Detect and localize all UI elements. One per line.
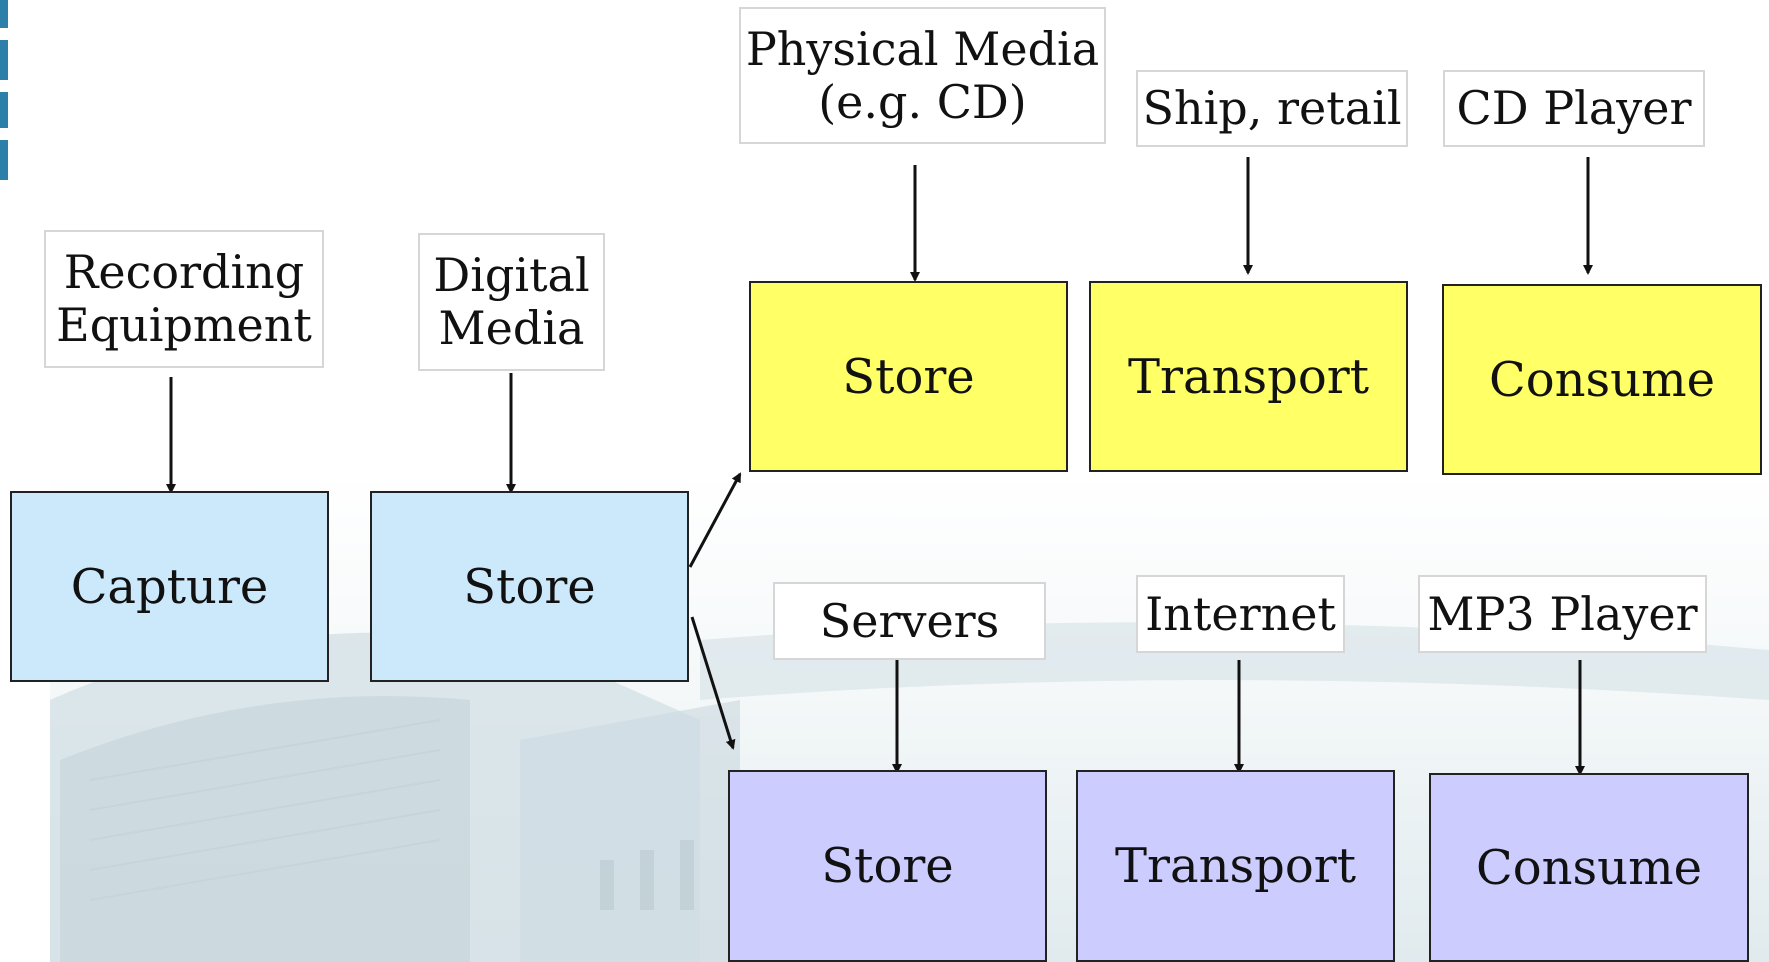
arrow-store-to-digital-path: [690, 616, 736, 750]
corner-logo-fragment: [0, 0, 8, 180]
stage-consume-digital: Consume: [1429, 773, 1749, 962]
resource-label-ship-retail: Ship, retail: [1136, 70, 1408, 147]
stage-store-source: Store: [370, 491, 689, 682]
resource-label-digital-media: Digital Media: [418, 233, 605, 371]
resource-label-cd-player: CD Player: [1443, 70, 1705, 147]
stage-store-physical: Store: [749, 281, 1068, 472]
stage-capture: Capture: [10, 491, 329, 682]
stage-transport-digital: Transport: [1076, 770, 1395, 962]
stage-consume-physical: Consume: [1442, 284, 1762, 475]
arrow-store-to-physical-path: [688, 472, 742, 568]
stage-store-digital: Store: [728, 770, 1047, 962]
stage-transport-physical: Transport: [1089, 281, 1408, 472]
resource-label-physical-media: Physical Media (e.g. CD): [739, 7, 1106, 144]
resource-label-servers: Servers: [773, 582, 1046, 660]
resource-label-internet: Internet: [1136, 575, 1345, 653]
resource-label-mp3-player: MP3 Player: [1418, 575, 1707, 653]
resource-label-recording-equipment: Recording Equipment: [44, 230, 324, 368]
